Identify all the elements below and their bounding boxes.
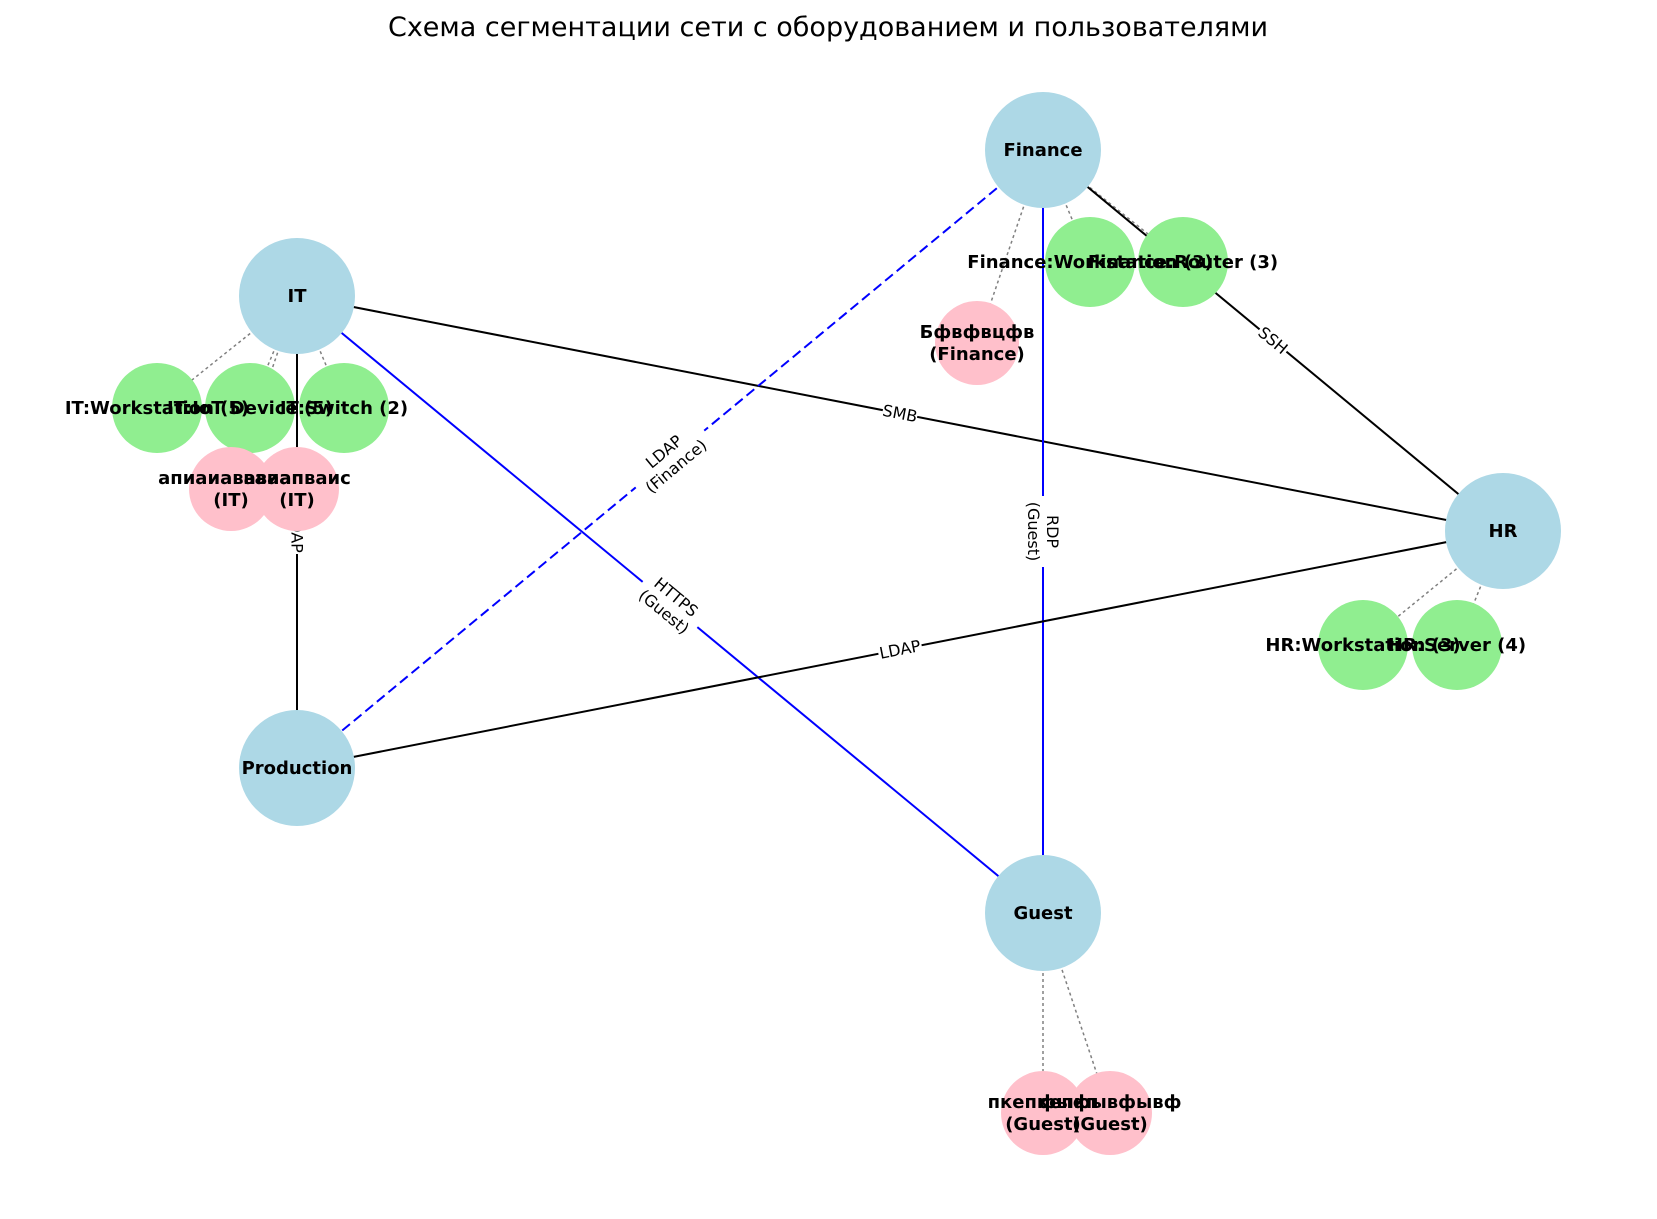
device-label-hr-server: HR:Server (4) [1388, 635, 1526, 656]
device-node-it-iot [205, 363, 295, 453]
nodes [112, 92, 1561, 1155]
segment-label-it: IT [288, 286, 308, 307]
user-label-guest-user-2: фыфывфывф(Guest) [1038, 1092, 1181, 1135]
diagram-title: Схема сегментации сети с оборудованием и… [388, 12, 1268, 43]
edge-label-it-guest: HTTPS(Guest) [629, 565, 711, 644]
device-node-hr-server [1412, 600, 1502, 690]
segment-node-guest [985, 855, 1101, 971]
segment-node-production [239, 710, 355, 826]
edge-label-finance-production: LDAP(Finance) [622, 414, 718, 504]
svg-text:(Guest): (Guest) [1024, 502, 1043, 561]
device-label-it-switch: IT:Switch (2) [280, 398, 408, 419]
segment-node-finance [985, 92, 1101, 208]
edge-label-it-hr: SMB [880, 398, 920, 429]
device-label-it-iot: IT:IoT Device (5) [167, 398, 333, 419]
edge-label-finance-guest: RDP(Guest) [1022, 496, 1064, 567]
segment-edges [296, 149, 1504, 914]
segment-label-production: Production [242, 758, 353, 779]
svg-text:RDP: RDP [1043, 515, 1062, 548]
segment-node-hr [1445, 473, 1561, 589]
edge-label-hr-production: LDAP [876, 633, 924, 666]
user-label-fin-user-1: Бфвфвцфв(Finance) [920, 322, 1035, 365]
segment-label-hr: HR [1489, 521, 1518, 542]
device-node-fin-router [1138, 217, 1228, 307]
device-label-hr-workstation: HR:Workstation (3) [1265, 635, 1460, 656]
edge-label-finance-hr: SSH [1252, 320, 1294, 361]
user-node-guest-user-2 [1068, 1071, 1152, 1155]
user-label-it-user-1: апиаиававаап(IT) [158, 468, 304, 511]
user-label-it-user-2: ваиапваис(IT) [243, 468, 351, 511]
device-label-it-workstation: IT:Workstation (5) [65, 398, 249, 419]
user-node-fin-user-1 [935, 301, 1019, 385]
segment-label-finance: Finance [1003, 140, 1082, 161]
user-node-guest-user-1 [1001, 1071, 1085, 1155]
device-node-it-workstation [112, 363, 202, 453]
device-label-fin-workstation: Finance:Workstation (3) [967, 252, 1212, 273]
device-node-hr-workstation [1318, 600, 1408, 690]
user-node-it-user-1 [189, 447, 273, 531]
user-label-guest-user-1: пкепкепкп(Guest) [988, 1092, 1099, 1135]
membership-edges [156, 149, 1504, 1114]
user-node-it-user-2 [255, 447, 339, 531]
device-node-fin-workstation [1045, 217, 1135, 307]
svg-text:LDAP: LDAP [878, 636, 923, 663]
device-label-fin-router: Finance:Router (3) [1088, 252, 1278, 273]
device-node-it-switch [299, 363, 389, 453]
segment-node-it [239, 238, 355, 354]
segment-label-guest: Guest [1013, 903, 1073, 924]
edge-labels: SMB SSH LDAP LDAP(Finance) HTTPS(Guest) RDP(G… [285, 320, 1294, 666]
